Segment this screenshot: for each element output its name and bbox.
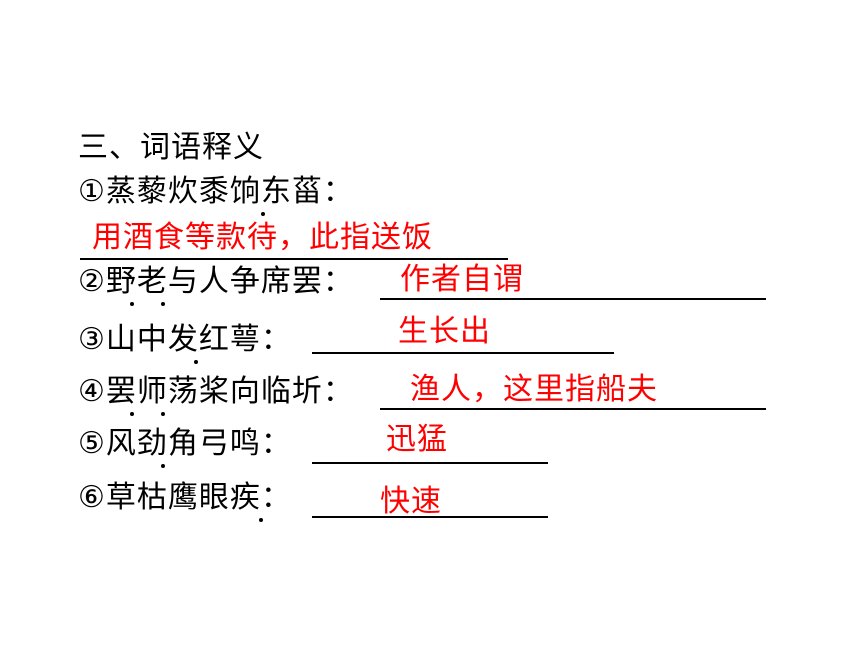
emphasis-dot [194,360,198,364]
emphasis-dot [161,302,165,306]
emphasis-dot [261,212,265,216]
answer-blank-5 [312,462,548,464]
answer-blank-2 [380,298,766,300]
question-1: ①蒸藜炊黍饷东菑： [78,174,354,209]
question-4: ④罢师荡桨向临圻： [78,374,354,409]
answer-blank-6 [312,516,548,518]
answer-2: 作者自谓 [400,262,524,297]
question-3: ③山中发红萼： [78,322,292,357]
emphasis-dot [259,518,263,522]
answer-blank-1 [80,258,508,260]
emphasis-dot [130,412,134,416]
answer-blank-4 [380,408,766,410]
emphasis-dot [161,464,165,468]
emphasis-dot [161,412,165,416]
answer-3: 生长出 [398,314,491,349]
question-2: ②野老与人争席罢： [78,264,354,299]
question-5: ⑤风劲角弓鸣： [78,426,292,461]
answer-4: 渔人，这里指船夫 [410,372,658,407]
question-6: ⑥草枯鹰眼疾： [78,480,292,515]
answer-5: 迅猛 [386,422,448,457]
section-heading: 三、词语释义 [78,130,264,165]
answer-blank-3 [312,352,614,354]
emphasis-dot [130,302,134,306]
answer-6: 快速 [380,484,442,519]
answer-1: 用酒食等款待，此指送饭 [92,220,433,255]
